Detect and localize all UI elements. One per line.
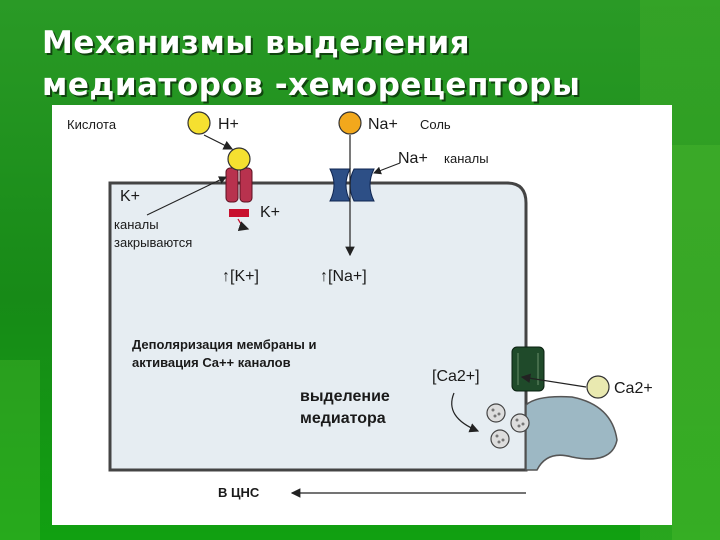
- na-channels-ion-label: Na+: [398, 150, 428, 167]
- salt-label: Соль: [420, 117, 451, 132]
- nerve-ending: [525, 395, 618, 471]
- diagram-panel: Кислота H+ Na+ Соль Na+ каналы K+ каналы…: [52, 105, 672, 525]
- ca-channel: [511, 346, 545, 392]
- depolarization-label-2: активация Ca++ каналов: [132, 355, 291, 370]
- background-block: [672, 145, 720, 540]
- k-ion-right-label: K+: [260, 204, 280, 221]
- k-channels-label-2: закрываются: [114, 235, 192, 250]
- na-ion-label: Na+: [368, 116, 398, 133]
- chemoreceptor-diagram: Кислота H+ Na+ Соль Na+ каналы K+ каналы…: [67, 111, 653, 500]
- mediator-vesicles: [486, 403, 530, 449]
- release-arrow: [451, 392, 480, 433]
- k-block-arrow: [237, 218, 250, 232]
- h-ion-bound-icon: [227, 147, 251, 171]
- title-line-2: медиаторов -хеморецепторы: [42, 67, 581, 103]
- title-line-1: Механизмы выделения: [42, 25, 471, 61]
- ca-concentration-label: [Ca2+]: [432, 368, 480, 385]
- k-label-arrow: [146, 176, 227, 216]
- h-binding-arrow: [203, 134, 234, 150]
- ca-ion-icon: [586, 375, 610, 399]
- na-concentration-label: ↑[Na+]: [320, 268, 367, 285]
- k-ion-left-label: K+: [120, 188, 140, 205]
- ca-influx-arrow: [520, 373, 587, 388]
- h-ion-icon: [187, 111, 211, 135]
- k-channels-label-1: каналы: [114, 217, 159, 232]
- mediator-release-label-2: медиатора: [300, 410, 386, 427]
- na-label-arrow: [373, 162, 401, 175]
- k-concentration-label: ↑[K+]: [222, 268, 259, 285]
- mediator-release-label-1: выделение: [300, 388, 390, 405]
- na-channels-label: каналы: [444, 151, 489, 166]
- h-ion-label: H+: [218, 116, 239, 133]
- slide-title: Механизмы выделения медиаторов -хемореце…: [42, 22, 580, 106]
- ca-ion-label: Ca2+: [614, 380, 653, 397]
- cns-label: В ЦНС: [218, 485, 260, 500]
- depolarization-label-1: Деполяризация мембраны и: [132, 337, 316, 352]
- na-channel: [329, 168, 375, 202]
- background-block: [0, 360, 40, 540]
- acid-label: Кислота: [67, 117, 117, 132]
- na-ion-icon: [338, 111, 362, 135]
